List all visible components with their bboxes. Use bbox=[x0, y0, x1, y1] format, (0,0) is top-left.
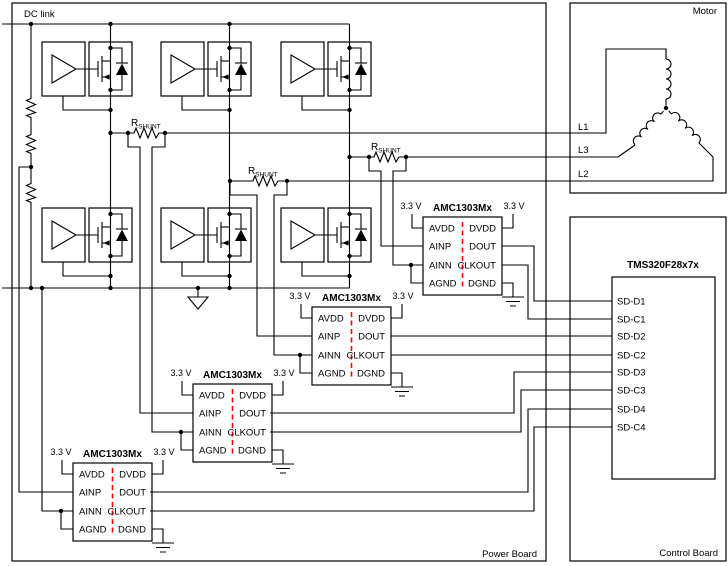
control-board-label: Control Board bbox=[659, 548, 718, 559]
amc1303-block-3 bbox=[170, 368, 294, 473]
mcu-pin-sd-d1: SD-D1 bbox=[617, 296, 646, 307]
power-board-outline bbox=[11, 2, 547, 562]
mcu-pin-sd-d3: SD-D3 bbox=[617, 367, 646, 378]
amc1303-block-2 bbox=[289, 291, 413, 396]
gate-driver-leg-3-high bbox=[281, 42, 371, 112]
gate-driver-leg-1-high bbox=[42, 42, 132, 112]
gate-driver-leg-2-high bbox=[161, 42, 251, 112]
mcu-box bbox=[611, 276, 716, 480]
mcu-pin-sd-d2: SD-D2 bbox=[617, 331, 646, 342]
amc1303-block-1 bbox=[400, 201, 524, 306]
mcu-pin-sd-c4: SD-C4 bbox=[617, 422, 646, 433]
shunt2-sense-n bbox=[273, 181, 312, 356]
amc1303-block-4 bbox=[50, 447, 174, 552]
motor-outline bbox=[569, 2, 727, 194]
shunt3-sense-n bbox=[392, 157, 423, 266]
shunt1-sense-p bbox=[127, 133, 193, 414]
mcu-pin-sd-c1: SD-C1 bbox=[617, 314, 646, 325]
shunt-phase-l3 bbox=[349, 142, 618, 266]
gate-driver-leg-3-low bbox=[281, 208, 371, 278]
control-board-outline bbox=[569, 216, 727, 562]
gate-driver-leg-2-low bbox=[161, 208, 251, 278]
shunt2-sense-p bbox=[229, 181, 312, 337]
dc-link-voltage-divider bbox=[18, 24, 73, 512]
gate-driver-leg-1-low bbox=[42, 208, 132, 278]
mcu-pin-sd-c3: SD-C3 bbox=[617, 385, 646, 396]
divider-tap-wire bbox=[18, 166, 73, 493]
motor-label: Motor bbox=[693, 6, 717, 17]
phase-l2-label: L2 bbox=[578, 169, 589, 180]
shunt-phase-l2 bbox=[229, 157, 714, 356]
junction-dots bbox=[28, 21, 669, 291]
sigma-delta-data-wires bbox=[150, 245, 612, 512]
motor-windings bbox=[617, 49, 714, 158]
shunt3-sense-p bbox=[368, 157, 423, 247]
phase-l3-label: L3 bbox=[578, 145, 589, 156]
mcu-pin-sd-c2: SD-C2 bbox=[617, 350, 646, 361]
mcu-pin-labels: SD-D1 SD-C1 SD-D2 SD-C2 SD-D3 SD-C3 SD-D… bbox=[617, 296, 646, 433]
mcu-title: TMS320F28x7x bbox=[627, 260, 699, 271]
mcu-pin-sd-d4: SD-D4 bbox=[617, 404, 646, 415]
phase-l1-label: L1 bbox=[578, 122, 589, 133]
dc-bus-rails bbox=[2, 23, 350, 289]
shunt-phase-l1 bbox=[110, 48, 667, 433]
phase-leg-verticals bbox=[109, 24, 351, 288]
dc-link-label: DC link bbox=[24, 9, 55, 20]
power-board-label: Power Board bbox=[482, 549, 537, 560]
shunt1-sense-n bbox=[151, 133, 193, 433]
divider-return-wire bbox=[41, 288, 73, 512]
